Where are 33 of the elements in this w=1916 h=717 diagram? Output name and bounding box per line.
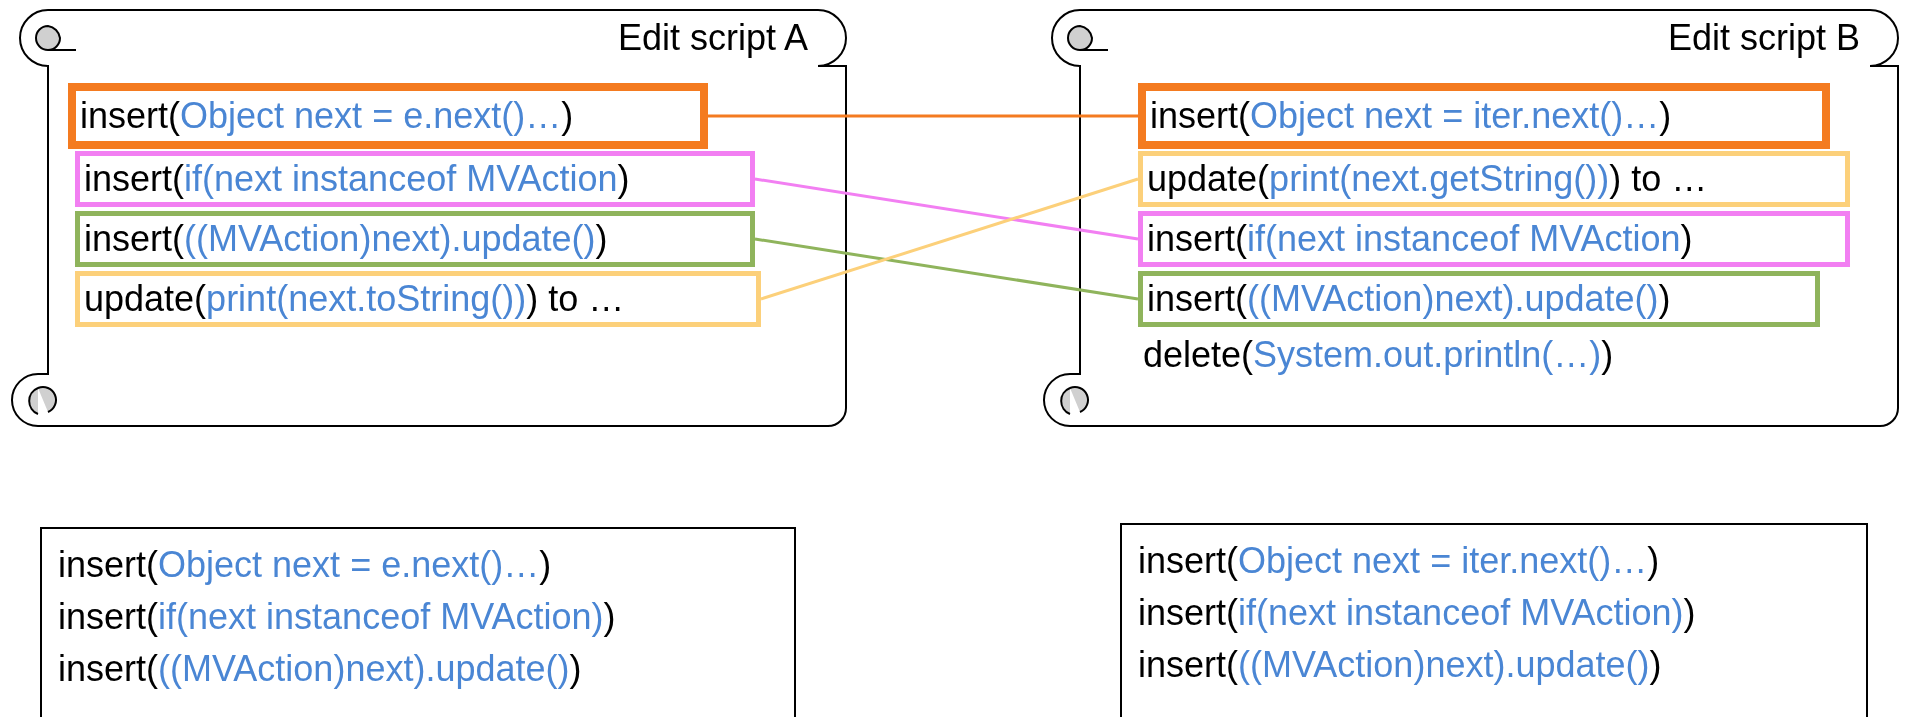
connector-line bbox=[754, 237, 1139, 301]
code-line: insert(((MVAction)next).update()) bbox=[1138, 644, 1662, 685]
code-line: insert(Object next = iter.next()…) bbox=[1138, 540, 1660, 581]
code-line: insert(if(next instanceof MVAction) bbox=[1147, 217, 1693, 261]
code-line: insert(((MVAction)next).update()) bbox=[84, 217, 608, 261]
connector-line bbox=[708, 114, 1138, 118]
code-line: insert(((MVAction)next).update()) bbox=[58, 648, 582, 689]
scroll-title: Edit script B bbox=[1667, 16, 1860, 60]
scroll-title: Edit script A bbox=[617, 16, 808, 60]
connector-line bbox=[760, 177, 1139, 301]
code-box bbox=[1120, 523, 1868, 717]
highlight-box bbox=[75, 211, 755, 267]
code-line: update(print(next.getString())) to … bbox=[1147, 157, 1708, 201]
code-line: update(print(next.toString())) to … bbox=[84, 277, 625, 321]
scroll-panel bbox=[1040, 8, 1900, 428]
code-line: insert(if(next instanceof MVAction)) bbox=[1138, 592, 1696, 633]
scroll-panel bbox=[8, 8, 848, 428]
code-line: insert(if(next instanceof MVAction) bbox=[84, 157, 630, 201]
connector-line bbox=[754, 177, 1139, 241]
highlight-box bbox=[75, 151, 755, 207]
highlight-box bbox=[75, 271, 761, 327]
code-line: insert(if(next instanceof MVAction)) bbox=[58, 596, 616, 637]
code-box bbox=[40, 527, 796, 717]
highlight-box bbox=[68, 83, 708, 149]
code-line: insert(Object next = iter.next()…) bbox=[1150, 94, 1672, 138]
code-line: delete(System.out.println(…)) bbox=[1143, 334, 1614, 375]
highlight-box bbox=[1138, 151, 1850, 207]
code-line: insert(Object next = e.next()…) bbox=[80, 94, 574, 138]
highlight-box bbox=[1138, 83, 1830, 149]
highlight-box bbox=[1138, 271, 1820, 327]
highlight-box bbox=[1138, 211, 1850, 267]
code-line: insert(((MVAction)next).update()) bbox=[1147, 277, 1671, 321]
code-line: insert(Object next = e.next()…) bbox=[58, 544, 552, 585]
